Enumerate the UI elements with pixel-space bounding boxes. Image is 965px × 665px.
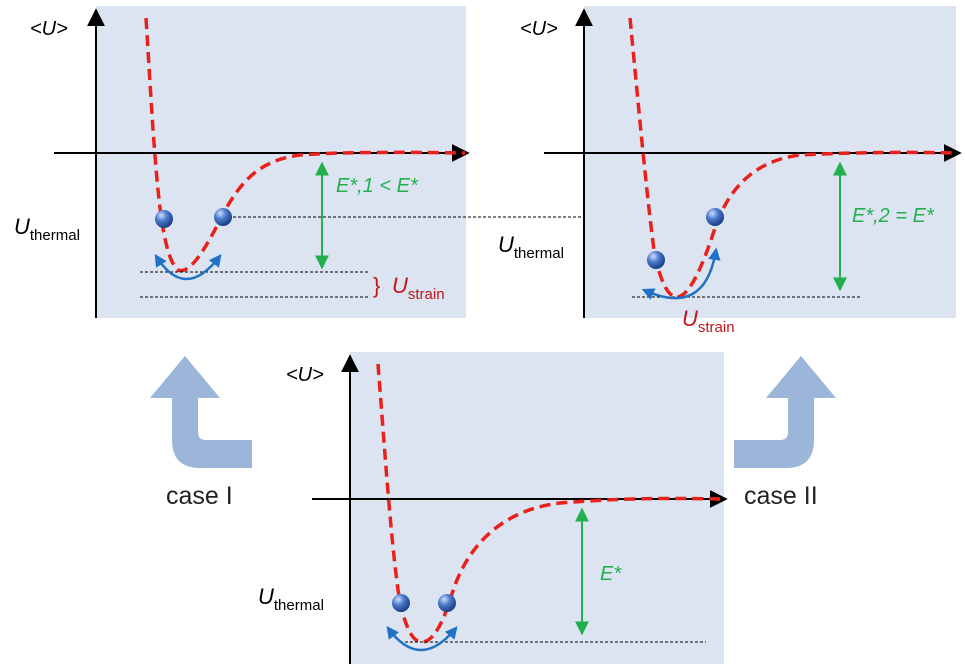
u-thermal-label: Uthermal	[498, 232, 564, 262]
case-label-left: case I	[166, 482, 233, 510]
double-arrow-icon	[641, 247, 721, 300]
atom-ball	[214, 208, 232, 226]
panel-background	[96, 6, 466, 318]
y-axis-label: <U>	[520, 18, 558, 40]
atom-ball	[647, 251, 665, 269]
double-arrow-icon	[154, 253, 222, 281]
u-strain-label: Ustrain	[682, 306, 735, 336]
u-strain-label: Ustrain	[392, 273, 445, 303]
panel-top-left: <U> E*,1 < E* Uthermal } Ustrain	[14, 6, 722, 318]
atom-ball	[392, 594, 410, 612]
y-axis-label: <U>	[286, 364, 324, 386]
panel-bottom: <U> E* Uthermal	[258, 352, 728, 664]
curved-arrow-up-left-icon	[150, 356, 252, 468]
u-thermal-label: Uthermal	[14, 214, 80, 244]
atom-ball	[438, 594, 456, 612]
y-axis-label: <U>	[30, 18, 68, 40]
atom-ball	[155, 210, 173, 228]
brace-icon: }	[373, 273, 380, 298]
energy-label: E*,1 < E*	[336, 175, 419, 197]
panel-top-right: <U> E*,2 = E* Uthermal Ustrain	[498, 6, 962, 336]
curved-arrow-up-right-icon	[734, 356, 836, 468]
panel-background	[584, 6, 956, 318]
double-arrow-icon	[386, 625, 458, 652]
potential-curve	[376, 363, 723, 644]
case-label-right: case II	[744, 482, 818, 510]
energy-label: E*,2 = E*	[852, 205, 935, 227]
u-thermal-label: Uthermal	[258, 584, 324, 614]
energy-label: E*	[600, 563, 622, 585]
panel-background	[350, 352, 724, 664]
atom-ball	[706, 208, 724, 226]
